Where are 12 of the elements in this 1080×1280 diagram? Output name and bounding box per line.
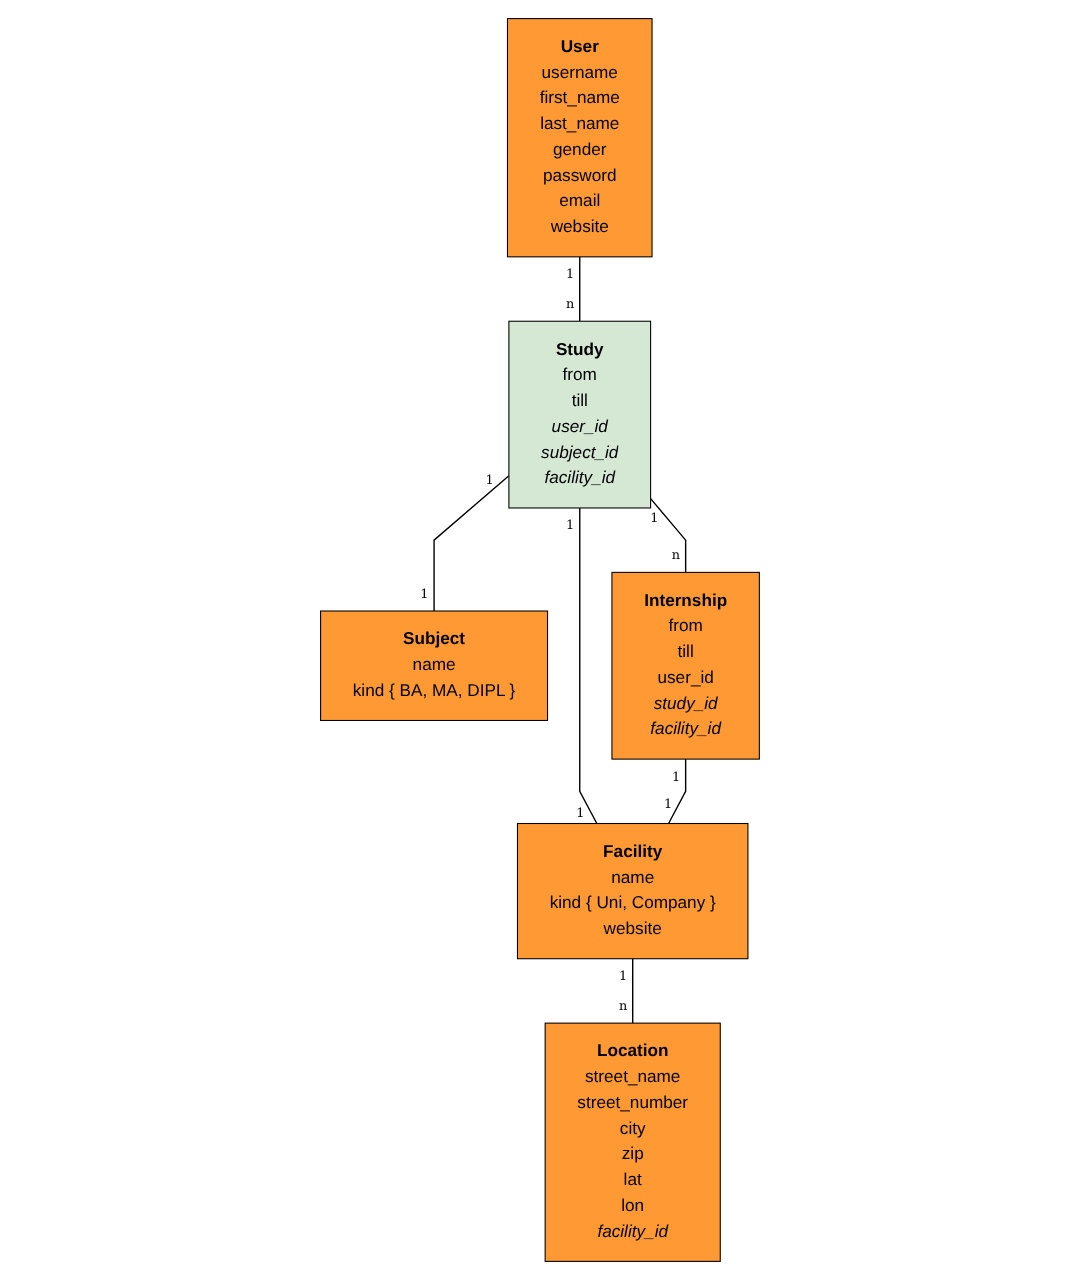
connector	[579, 507, 598, 825]
node-box: Internship from till user_id study_id facility_id	[611, 571, 760, 760]
node-box: User username first_name last_name gender password email website	[506, 18, 653, 258]
connector	[649, 497, 687, 574]
connector	[667, 758, 687, 825]
connector	[632, 958, 634, 1024]
node-box: Location street_name street_number city zip lat lon facility_id	[544, 1022, 721, 1262]
node-box: Facility name kind { Uni, Company } website	[516, 822, 749, 960]
connector	[433, 475, 510, 612]
node-box: Study from till user_id subject_id facility_id	[508, 320, 652, 509]
connector	[579, 256, 581, 322]
node-box: Subject name kind { BA, MA, DIPL }	[320, 610, 549, 721]
